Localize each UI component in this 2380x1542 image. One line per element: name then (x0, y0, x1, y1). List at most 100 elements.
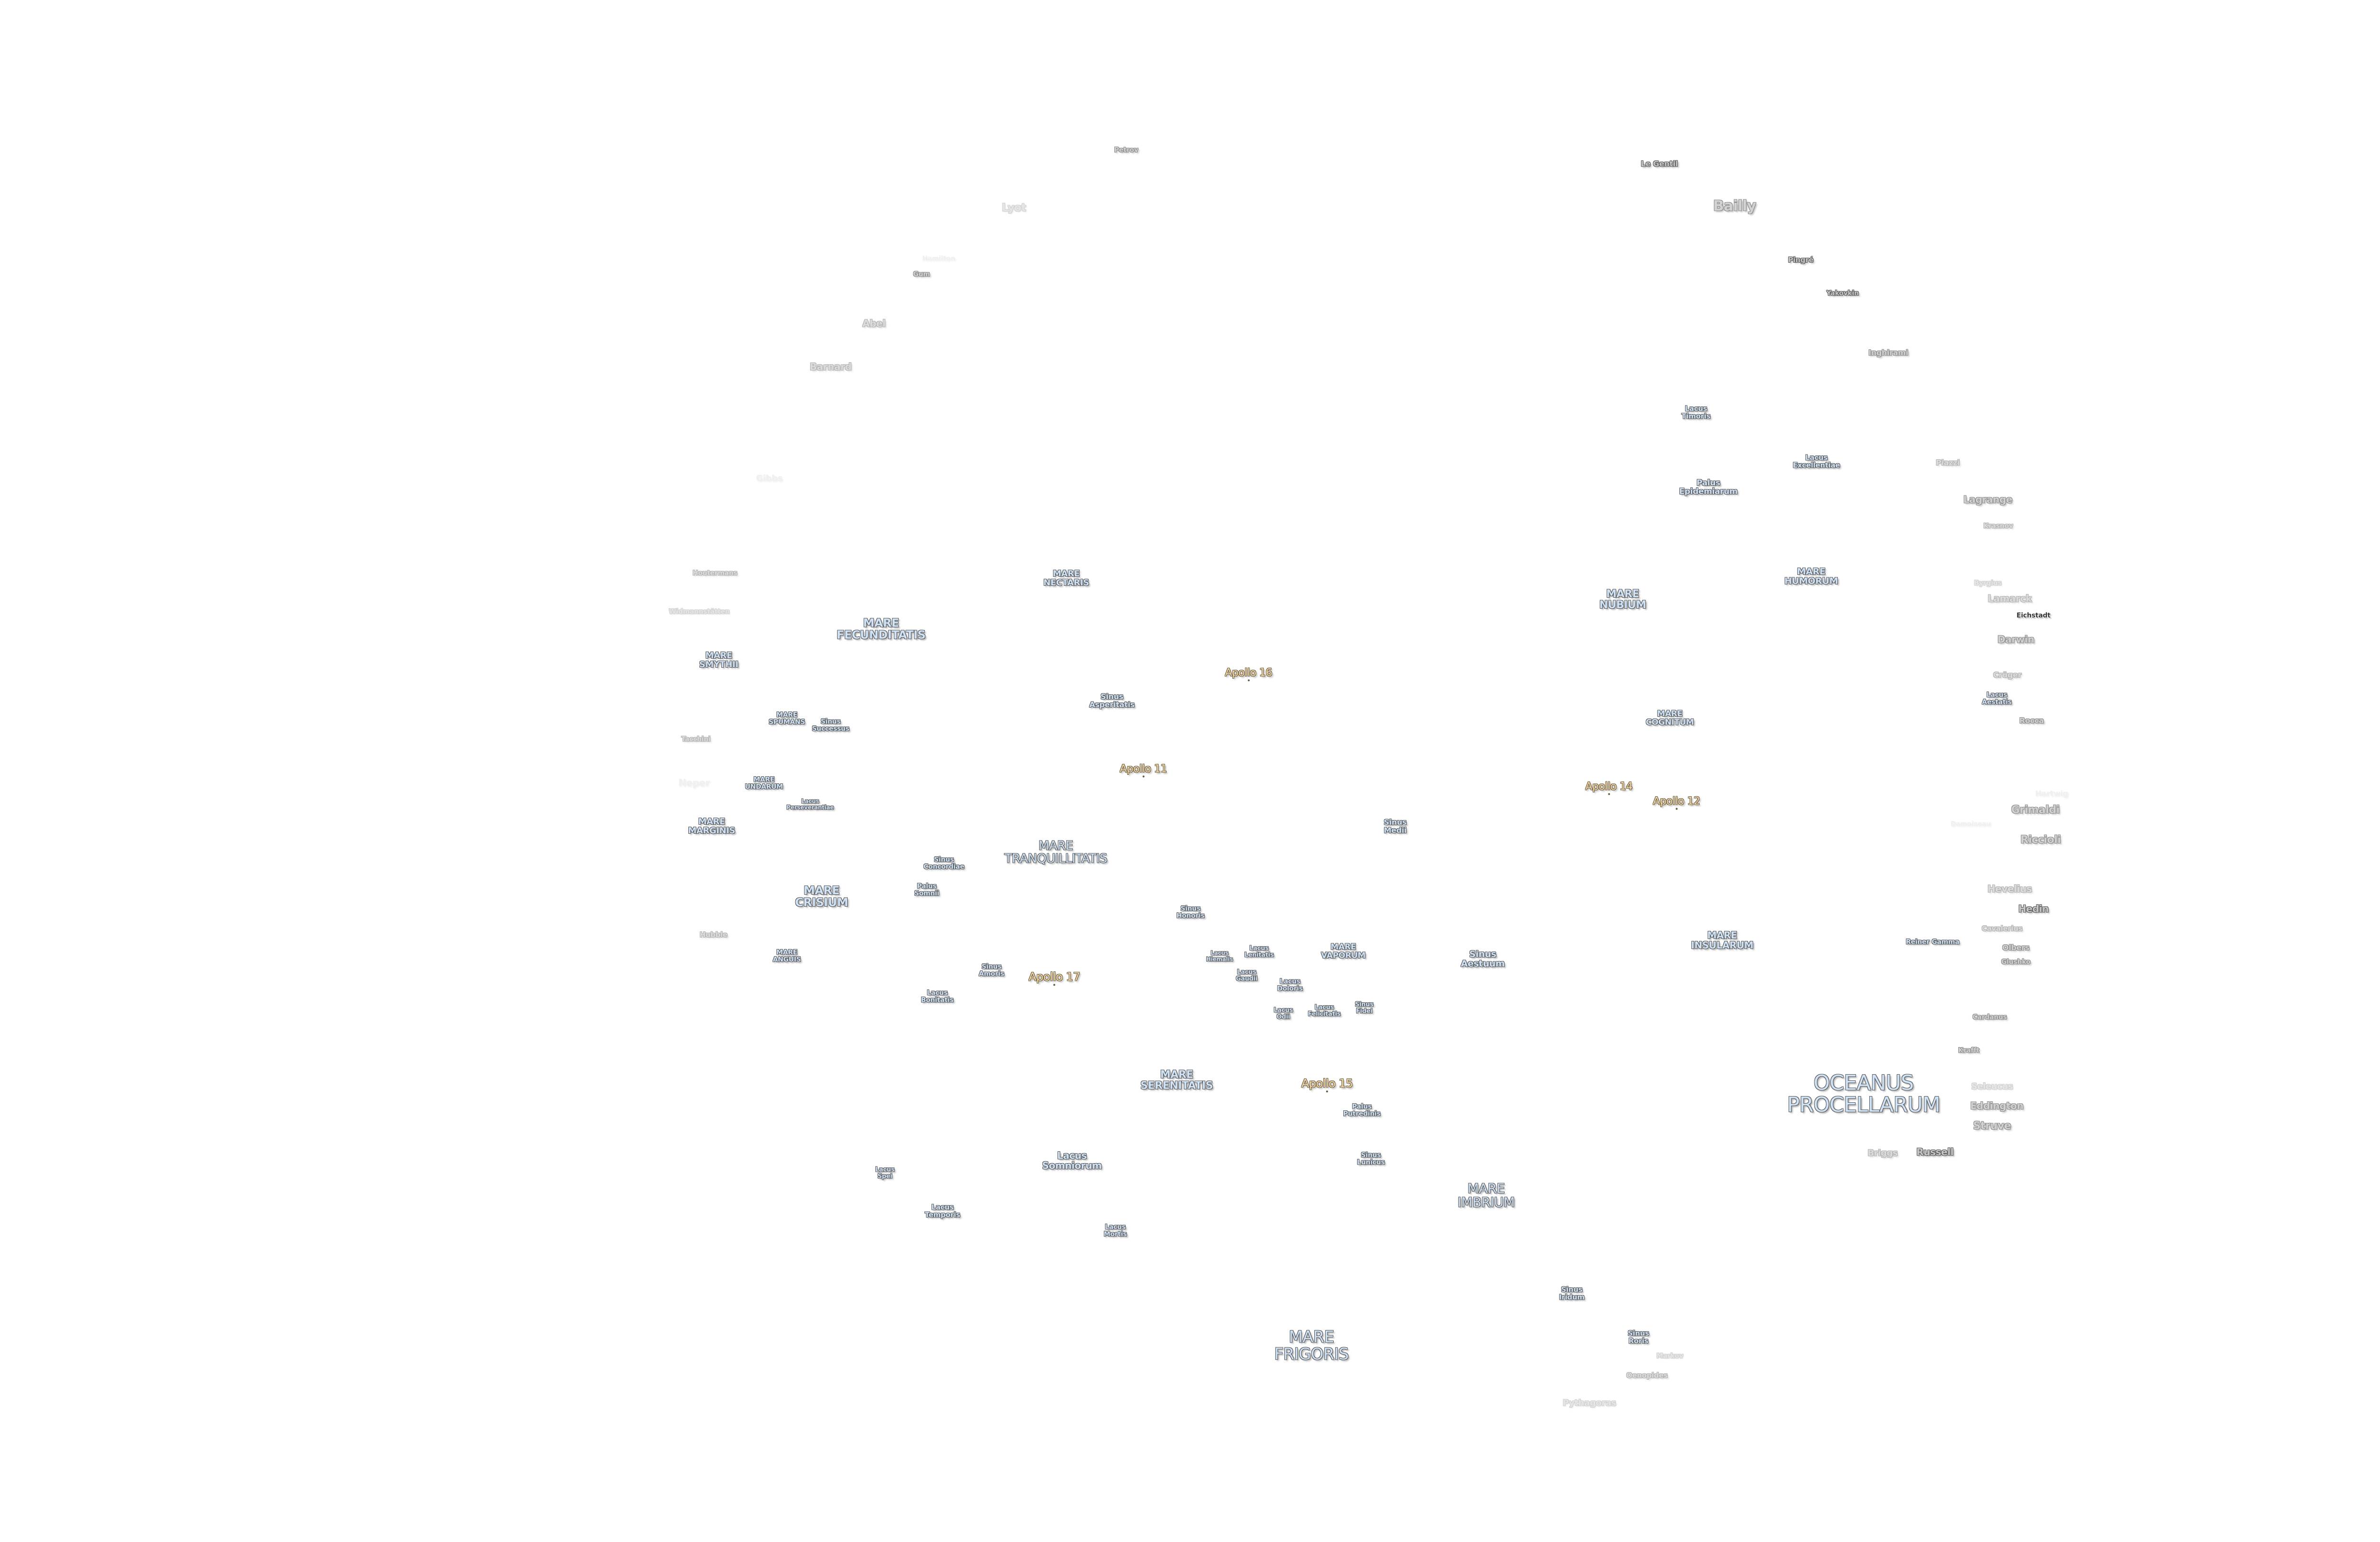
mare-label-mare-spumans: MARE SPUMANS (768, 711, 805, 726)
crater-label-houtermans: Houtermans (693, 569, 737, 577)
crater-label-krafft: Krafft (1958, 1047, 1980, 1055)
mare-label-sinus-iridum: Sinus Iridum (1559, 1285, 1585, 1301)
landing-site-marker-icon (1142, 775, 1144, 778)
mare-label-mare-smythii: MARE SMYTHII (699, 651, 739, 670)
mare-label-mare-marginis: MARE MARGINIS (688, 817, 735, 836)
mare-label-lacus-doloris: Lacus Doloris (1277, 978, 1303, 992)
crater-label-barnard: Barnard (810, 361, 852, 373)
mare-label-mare-insularum: MARE INSULARUM (1691, 929, 1754, 951)
mare-label-lacus-bonitatis: Lacus Bonitatis (921, 989, 954, 1004)
mare-label-mare-nubium: MARE NUBIUM (1599, 588, 1646, 611)
apollo-site-apollo-15: Apollo 15 (1301, 1077, 1353, 1093)
apollo-site-label: Apollo 11 (1120, 763, 1167, 775)
mare-label-sinus-roris: Sinus Roris (1627, 1329, 1649, 1345)
crater-label-neper: Neper (678, 777, 710, 789)
crater-label-darwin: Darwin (1997, 633, 2034, 645)
mare-label-sinus-medii: Sinus Medii (1384, 818, 1407, 835)
mare-label-lacus-excellentiae: Lacus Excellentiae (1793, 453, 1840, 469)
mare-label-palus-epidemiarum: Palus Epidemiarum (1679, 478, 1738, 496)
crater-label-lyot: Lyot (1002, 202, 1026, 214)
mare-label-mare-humorum: MARE HUMORUM (1784, 566, 1838, 586)
apollo-site-apollo-16: Apollo 16 (1225, 667, 1272, 682)
mare-label-lacus-temporis: Lacus Temporis (924, 1203, 961, 1219)
apollo-site-apollo-12: Apollo 12 (1653, 795, 1700, 810)
crater-label-briggs: Briggs (1867, 1148, 1898, 1158)
crater-label-inghirami: Inghirami (1868, 348, 1908, 357)
crater-label-olbers: Olbers (2002, 943, 2030, 952)
mare-label-sinus-lunicus: Sinus Lunicus (1357, 1151, 1385, 1166)
crater-label-hartwig: Hartwig (2035, 789, 2068, 798)
crater-label-lamarck: Lamarck (1987, 593, 2032, 604)
landing-site-marker-icon (1676, 808, 1677, 810)
mare-label-lacus-lenitatis: Lacus Lenitatis (1244, 945, 1274, 959)
apollo-site-apollo-11: Apollo 11 (1120, 763, 1167, 778)
mare-label-mare-cognitum: MARE COGNITUM (1646, 709, 1694, 727)
crater-label-byrgius: Byrgius (1974, 579, 2002, 587)
apollo-site-label: Apollo 15 (1301, 1077, 1353, 1090)
crater-label-cardanus: Cardanus (1972, 1013, 2007, 1021)
mare-label-mare-undarum: MARE UNDARUM (745, 776, 783, 791)
crater-label-hamilton: Hamilton (922, 255, 955, 263)
crater-label-grimaldi: Grimaldi (2011, 804, 2060, 816)
crater-label-gibbs: Gibbs (756, 473, 783, 484)
crater-label-widmannstatten: Widmannstätten (669, 608, 730, 616)
crater-label-pythagoras: Pythagoras (1562, 1398, 1616, 1408)
mare-label-mare-anguis: MARE ANGUIS (773, 949, 801, 963)
mare-label-lacus-odii: Lacus Odii (1273, 1007, 1293, 1020)
mare-label-mare-vaporum: MARE VAPORUM (1321, 942, 1366, 960)
mare-label-mare-serenitatis: MARE SERENITATIS (1140, 1068, 1213, 1092)
mare-label-lacus-timoris: Lacus Timoris (1681, 404, 1711, 420)
mare-label-sinus-fidei: Sinus Fidei (1355, 1001, 1374, 1015)
landing-site-marker-icon (1248, 679, 1250, 682)
crater-label-abel: Abel (862, 317, 886, 329)
landing-site-marker-icon (1608, 793, 1610, 795)
crater-label-gum: Gum (913, 270, 930, 278)
mare-label-lacus-perseverantiae: Lacus Perseverantiae (786, 798, 834, 811)
crater-label-damoiseau: Damoiseau (1950, 820, 1991, 828)
mare-label-sinus-concordiae: Sinus Concordiae (923, 856, 964, 870)
crater-label-petrov: Petrov (1114, 146, 1139, 154)
crater-label-oenopides: Oenopides (1626, 1371, 1668, 1380)
mare-label-reiner-gamma: Reiner Gamma (1905, 938, 1960, 946)
crater-label-riccioli: Riccioli (2020, 834, 2061, 846)
mare-label-mare-nectaris: MARE NECTARIS (1043, 569, 1090, 588)
apollo-site-label: Apollo 16 (1225, 667, 1272, 679)
crater-label-struve: Struve (1973, 1120, 2011, 1132)
mare-label-lacus-aestatis: Lacus Aestatis (1982, 691, 2012, 706)
mare-label-mare-frigoris: MARE FRIGORIS (1274, 1327, 1349, 1364)
crater-label-glushko: Glushko (2001, 958, 2031, 966)
crater-label-markov: Markov (1656, 1352, 1684, 1360)
mare-label-lacus-gaudii: Lacus Gaudii (1236, 969, 1258, 982)
crater-label-hubble: Hubble (699, 930, 728, 939)
landing-site-marker-icon (1326, 1090, 1328, 1093)
crater-label-cruger: Crüger (1993, 670, 2022, 680)
crater-label-russell: Russell (1916, 1146, 1954, 1158)
mare-label-lacus-somniorum: Lacus Somniorum (1042, 1150, 1102, 1171)
mare-label-lacus-spei: Lacus Spei (875, 1166, 895, 1180)
crater-label-rocca: Rocca (2019, 716, 2044, 725)
mare-label-lacus-felicitatis: Lacus Felicitatis (1308, 1004, 1341, 1018)
crater-label-eichstadt: Eichstadt (2016, 612, 2051, 620)
mare-label-sinus-aestuum: Sinus Aestuum (1460, 949, 1505, 969)
crater-label-hevelius: Hevelius (1987, 883, 2032, 895)
crater-label-eddington: Eddington (1970, 1100, 2023, 1112)
crater-label-krasnov: Krasnov (1983, 522, 2013, 530)
mare-label-lacus-hiemalis: Lacus Hiemalis (1206, 949, 1233, 962)
crater-label-seleucus: Seleucus (1971, 1081, 2013, 1092)
mare-label-mare-crisium: MARE CRISIUM (795, 883, 848, 909)
landing-site-marker-icon (1053, 984, 1055, 986)
crater-label-hedin: Hedin (2018, 903, 2049, 915)
mare-label-mare-tranquillitatis: MARE TRANQUILLITATIS (1004, 839, 1107, 866)
mare-label-mare-fecunditatis: MARE FECUNDITATIS (836, 616, 926, 642)
crater-label-le-gentil: Le Gentil (1641, 159, 1678, 168)
crater-label-bailly: Bailly (1713, 198, 1756, 215)
crater-label-lagrange: Lagrange (1963, 494, 2013, 505)
apollo-site-label: Apollo 12 (1653, 795, 1700, 808)
apollo-site-apollo-14: Apollo 14 (1585, 781, 1633, 795)
apollo-site-label: Apollo 14 (1585, 781, 1633, 793)
mare-label-mare-imbrium: MARE IMBRIUM (1457, 1180, 1515, 1210)
mare-label-lacus-mortis: Lacus Mortis (1103, 1223, 1127, 1238)
mare-label-palus-somnii: Palus Somnii (914, 882, 940, 897)
mare-label-sinus-successus: Sinus Successus (812, 718, 850, 732)
crater-label-piazzi: Piazzi (1935, 458, 1960, 467)
